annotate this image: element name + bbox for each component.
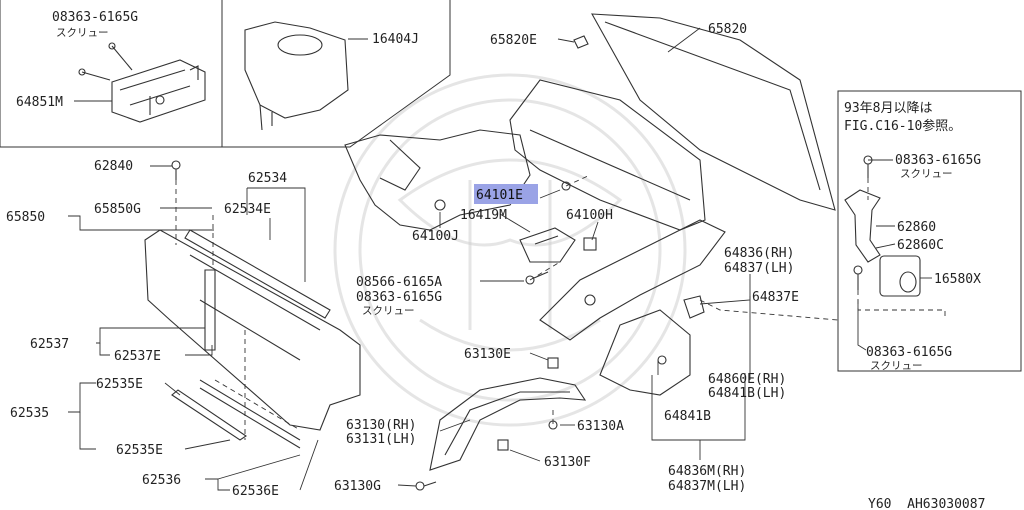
note-text-line2: FIG.C16-10参照。	[844, 118, 961, 134]
label-64837M-lh[interactable]: 64837M(LH)	[668, 479, 746, 494]
bracket-16419M[interactable]	[519, 227, 576, 263]
radiator-core-support[interactable]	[144, 229, 361, 431]
label-64837-lh[interactable]: 64837(LH)	[724, 261, 794, 276]
label-screw-note-bottom: スクリュー	[870, 360, 923, 372]
label-64836-rh[interactable]: 64836(RH)	[724, 246, 794, 261]
label-08566-6165A[interactable]: 08566-6165A	[356, 275, 442, 290]
label-08363-6165G-mid[interactable]: 08363-6165G	[356, 290, 442, 305]
label-65850G[interactable]: 65850G	[94, 202, 141, 217]
inset-frames	[0, 0, 1022, 372]
clip-65820E[interactable]	[573, 35, 589, 49]
bracket-inset-frame	[0, 0, 223, 148]
label-62535E-top[interactable]: 62535E	[96, 377, 143, 392]
selected-part-highlight	[474, 184, 538, 204]
label-63130G[interactable]: 63130G	[334, 479, 381, 494]
label-64100J[interactable]: 64100J	[412, 229, 459, 244]
reference-code: Y60 AH63030087	[868, 497, 985, 510]
bolt-08566[interactable]	[525, 271, 549, 285]
side-bar-62537	[204, 269, 216, 351]
bracket-64851M[interactable]	[111, 59, 206, 123]
label-62537E[interactable]: 62537E	[114, 349, 161, 364]
screw-62840[interactable]	[171, 160, 181, 180]
clip-63130F[interactable]	[497, 439, 509, 451]
note-text-line1: 93年8月以降は	[844, 101, 932, 116]
label-63130F[interactable]: 63130F	[544, 455, 591, 470]
label-screw-top-left: スクリュー	[56, 27, 109, 39]
label-62534E[interactable]: 62534E	[224, 202, 271, 217]
watermark-emblem	[333, 73, 687, 427]
duct-inset-frame	[222, 0, 451, 148]
hose-62860[interactable]	[844, 189, 881, 263]
label-65850[interactable]: 65850	[6, 210, 45, 225]
canister-16580X[interactable]	[879, 255, 921, 297]
clip-63130G[interactable]	[415, 481, 437, 491]
dash-panel-64100J[interactable]	[344, 129, 531, 231]
label-65820[interactable]: 65820	[708, 22, 747, 37]
label-62840[interactable]: 62840	[94, 159, 133, 174]
label-62536E[interactable]: 62536E	[232, 484, 279, 499]
label-16419M[interactable]: 16419M	[460, 208, 507, 223]
label-63130-rh[interactable]: 63130(RH)	[346, 418, 416, 433]
cowl-top-panel[interactable]	[509, 79, 706, 231]
label-63131-lh[interactable]: 63131(LH)	[346, 432, 416, 447]
label-62860C[interactable]: 62860C	[897, 238, 944, 253]
upper-bar-62534	[184, 229, 331, 319]
hoodledge-64836[interactable]	[539, 219, 726, 341]
label-16404J[interactable]: 16404J	[372, 32, 419, 47]
label-64841B-lh[interactable]: 64841B(LH)	[708, 386, 786, 401]
label-62536[interactable]: 62536	[142, 473, 181, 488]
lower-bar-62535[interactable]	[171, 379, 301, 449]
wheelhouse-63130[interactable]	[429, 377, 587, 471]
leader-lines	[68, 27, 932, 491]
label-08363-6165G-note-top[interactable]: 08363-6165G	[895, 153, 981, 168]
bracket-64837E[interactable]	[683, 295, 705, 319]
label-63130A[interactable]: 63130A	[577, 419, 624, 434]
label-08363-6165G-note-bottom[interactable]: 08363-6165G	[866, 345, 952, 360]
screw-64101E[interactable]	[561, 181, 571, 191]
note-inset-frame	[837, 90, 1022, 372]
label-62535[interactable]: 62535	[10, 406, 49, 421]
label-64101E[interactable]: 64101E	[476, 188, 523, 203]
callout-labels: 08363-6165G スクリュー 64851M 16404J 65820E 6…	[6, 10, 985, 510]
label-64100H[interactable]: 64100H	[566, 208, 613, 223]
label-62860[interactable]: 62860	[897, 220, 936, 235]
label-64841B[interactable]: 64841B	[664, 409, 711, 424]
duct-16404J[interactable]	[244, 21, 349, 131]
label-screw-mid: スクリュー	[362, 305, 415, 317]
screw-08363-top-left[interactable]	[78, 42, 133, 81]
label-64836M-rh[interactable]: 64836M(RH)	[668, 464, 746, 479]
hood-panel-65820[interactable]	[591, 13, 836, 211]
label-screw-note-top: スクリュー	[900, 168, 953, 180]
label-65820E[interactable]: 65820E	[490, 33, 537, 48]
label-08363-6165G-top-left[interactable]: 08363-6165G	[52, 10, 138, 25]
label-16580X[interactable]: 16580X	[934, 272, 981, 287]
label-64837E[interactable]: 64837E	[752, 290, 799, 305]
screw-08363-note-top[interactable]	[863, 155, 873, 178]
screw-08363-note-bottom[interactable]	[853, 265, 863, 290]
clip-64100H[interactable]	[583, 237, 597, 251]
label-62537[interactable]: 62537	[30, 337, 69, 352]
apron-64841B[interactable]	[599, 309, 691, 396]
label-62535E-bottom[interactable]: 62535E	[116, 443, 163, 458]
label-64860E-rh[interactable]: 64860E(RH)	[708, 372, 786, 387]
assembly-lines	[175, 174, 946, 440]
clip-63130E[interactable]	[547, 357, 559, 369]
label-62534[interactable]: 62534	[248, 171, 287, 186]
label-63130E[interactable]: 63130E	[464, 347, 511, 362]
label-64851M[interactable]: 64851M	[16, 95, 63, 110]
